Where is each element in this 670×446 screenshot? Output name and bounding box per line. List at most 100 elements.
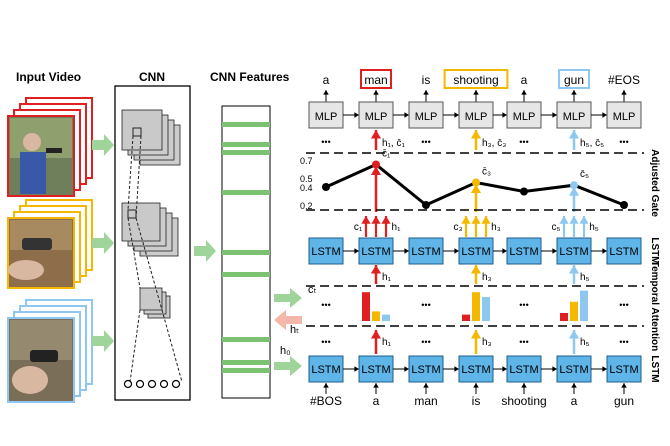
mlp-block: [358, 101, 394, 129]
mlp-label: MLP: [315, 111, 338, 123]
input-video-frames: [7, 97, 93, 403]
attention-bar: [570, 301, 578, 321]
ellipsis: •••: [519, 337, 528, 347]
lstm-top-input-arrow: [579, 216, 589, 237]
ellipsis: •••: [321, 337, 330, 347]
mlp-label: MLP: [415, 111, 438, 123]
lstm-top-recurrent-arrow: [493, 248, 507, 254]
attention-bar: [580, 290, 588, 321]
input-word-arrow-head: [423, 383, 429, 388]
lstm-bottom-recurrent-arrow: [541, 366, 557, 372]
input-word-arrow: [323, 383, 329, 394]
lstm-top-label: LSTM: [411, 246, 440, 258]
input-word-arrow-head: [521, 383, 527, 388]
lstm-top-input-label-h: h₅: [589, 222, 599, 233]
ht-arrow: [274, 310, 302, 330]
output-word: shooting: [453, 73, 498, 87]
ellipsis: •••: [519, 137, 528, 147]
mlp-label: MLP: [465, 111, 488, 123]
lstm-top-input-label-h: h₁: [392, 222, 402, 233]
lstm-top-input-label-h: h₃: [491, 222, 501, 233]
lstm-bottom-label: LSTM: [509, 364, 538, 376]
gate-point: [570, 181, 578, 190]
lstm-low-h-arrow: [470, 330, 482, 354]
lstm-top-recurrent-arrow: [343, 248, 359, 254]
video-to-cnn-arrows: [92, 134, 114, 352]
hand-icon: [8, 260, 44, 280]
lstm-bottom-side-label: LSTM: [649, 355, 660, 382]
lstm-top-label: LSTM: [361, 246, 390, 258]
gate-cbar-label: c̄₃: [482, 167, 491, 178]
lstm-top-label: LSTM: [509, 246, 538, 258]
lstm-top-input-arrow-head: [471, 216, 481, 224]
input-word: #BOS: [310, 394, 342, 408]
lstm-top-label: LSTM: [609, 246, 638, 258]
output-word: a: [323, 73, 330, 87]
attention-bar: [382, 314, 390, 321]
gate-arrow: [568, 187, 580, 212]
lstm-bottom-recurrent-arrow-head: [454, 366, 459, 372]
mlp-recurrent-arrow: [493, 112, 507, 118]
lstm-bottom-recurrent-arrow: [493, 366, 507, 372]
mlp-to-word-arrow-head: [323, 90, 329, 95]
input-word: shooting: [501, 394, 546, 408]
mlp-label: MLP: [365, 111, 388, 123]
mlp-to-word-arrow: [473, 90, 479, 102]
lstm-bottom-recurrent-arrow-head: [602, 366, 607, 372]
lstm-mid-h-arrow-head: [568, 265, 580, 274]
cnn-layer-3: [139, 287, 171, 319]
input-word: is: [472, 394, 481, 408]
gate-arrow-head: [470, 184, 482, 193]
mlp-label: MLP: [613, 111, 636, 123]
mlp-to-word-arrow: [571, 90, 577, 102]
input-word-arrow: [521, 383, 527, 394]
lstm-bottom-recurrent-arrow: [343, 366, 359, 372]
lstm-top-input-arrow-head: [381, 216, 391, 224]
mlp-recurrent-arrow: [443, 112, 459, 118]
mlp-recurrent-arrow-head: [404, 112, 409, 118]
cnn-to-features-arrow: [194, 240, 216, 262]
gate-point: [322, 183, 330, 191]
lstm-bottom-recurrent-arrow-head: [502, 366, 507, 372]
mlp-block: [408, 101, 444, 129]
attention-bar: [462, 314, 470, 321]
lstm-mid-h-arrow: [370, 265, 382, 284]
lstm-mid-h-arrow-head: [370, 265, 382, 274]
lstm-bottom-label: LSTM: [609, 364, 638, 376]
mlp-to-word-arrow: [423, 90, 429, 102]
lstm-low-h-arrow-head: [568, 330, 580, 339]
lstm-top-input-arrow-head: [481, 216, 491, 224]
mlp-recurrent-arrow: [393, 112, 409, 118]
mlp-label: MLP: [513, 111, 536, 123]
ellipsis: •••: [421, 337, 430, 347]
output-word: #EOS: [608, 73, 640, 87]
lstm-top-label: LSTM: [311, 246, 340, 258]
lstm-mid-h-label: h₁: [382, 272, 392, 283]
lstm-low-h-label: h₅: [580, 337, 590, 348]
output-word-highlight-box: [443, 69, 509, 89]
cnn-features-header: CNN Features: [210, 70, 290, 84]
lstm-top-input-label-c: c₅: [551, 222, 560, 233]
lstm-top-block: [506, 237, 542, 265]
mlp-to-word-arrow: [323, 90, 329, 102]
lstm-low-h-label: h₁: [382, 337, 392, 348]
h0-label: h₀: [280, 345, 291, 357]
ellipsis: •••: [619, 337, 628, 347]
gate-arrow-head: [568, 187, 580, 196]
lstm-top-block: [358, 237, 394, 265]
mlp-input-arrow: [568, 130, 580, 150]
lstm-top-block: [556, 237, 592, 265]
lstm-top-input-arrow: [461, 216, 471, 237]
frame-stack-blue: [7, 299, 93, 403]
lstm-top-block: [458, 237, 494, 265]
gate-tick-label: 0.7: [300, 156, 313, 166]
input-word-arrow: [571, 383, 577, 394]
output-word-highlight-box: [360, 69, 392, 89]
lstm-top-input-arrow: [381, 216, 391, 237]
mlp-to-word-arrow-head: [373, 90, 379, 95]
lstm-top-input-arrow-head: [461, 216, 471, 224]
person-shirt-icon: [20, 152, 46, 194]
input-word: man: [414, 394, 437, 408]
